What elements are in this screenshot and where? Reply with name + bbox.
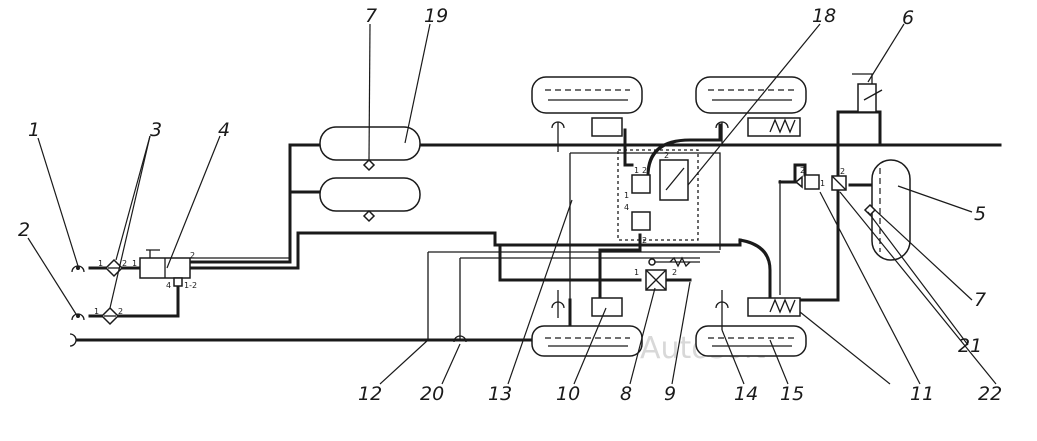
callout-22: 22 [978,383,1002,405]
port-label: 1 [634,268,639,277]
port-label: 1 [94,307,99,316]
callout-9: 9 [664,383,676,405]
callout-20: 20 [420,383,444,405]
port-label: 2 [642,166,647,175]
brake-chamber-icon [591,117,801,317]
callout-2: 2 [18,219,30,241]
port-label: 2 [800,166,805,175]
port-label: 2 [122,259,127,268]
port-label: 1 [634,166,639,175]
port-label: 2 [642,236,647,245]
wheel-sensor-icon [551,121,729,330]
drain-valve-icon [362,158,877,223]
wheel-rear-right [695,325,807,357]
callout-15: 15 [780,383,804,405]
port-label: 4 [166,281,171,290]
port-label: 4 [624,203,629,212]
port-label: 1 [624,191,629,200]
wheel-front-left [531,76,643,114]
callout-1: 1 [28,119,40,141]
valve-11: 2 1 2 [794,166,847,191]
callout-labels: 1 2 3 4 5 6 7 7 8 9 10 11 12 13 14 15 18… [18,5,1002,405]
callout-8: 8 [620,383,632,405]
wheel-rear-left [531,325,643,357]
callout-5: 5 [974,203,986,225]
callout-10: 10 [556,383,580,405]
callout-7-top: 7 [365,5,377,27]
callout-19: 19 [424,5,448,27]
port-label: 2 [664,151,669,160]
leader-lines [27,23,997,385]
callout-7-right: 7 [974,289,986,311]
port-label: 2 [672,268,677,277]
wheel-front-right [695,76,807,114]
callout-12: 12 [358,383,382,405]
valve-4: 1 2 4 1-2 [132,249,197,290]
callout-4: 4 [218,119,230,141]
callout-11: 11 [910,383,934,405]
port-label: 1 [132,259,137,268]
coupling-head-icon [69,265,467,347]
valve-8: 1 2 [634,256,700,291]
port-label: 1-2 [184,281,197,290]
reservoir-5 [871,159,911,261]
port-label: 2 [190,251,195,260]
callout-6: 6 [902,7,914,29]
port-label: 2 [118,307,123,316]
callout-13: 13 [488,383,512,405]
pressure-switch-6 [852,73,883,113]
callout-21: 21 [958,335,982,357]
valve-18-block: 1 2 1 4 2 2 [617,149,699,245]
callout-18: 18 [812,5,836,27]
port-label: 2 [840,167,845,176]
port-label: 1 [820,179,825,188]
callout-14: 14 [734,383,758,405]
port-label: 1 [98,259,103,268]
callout-3: 3 [150,119,162,141]
